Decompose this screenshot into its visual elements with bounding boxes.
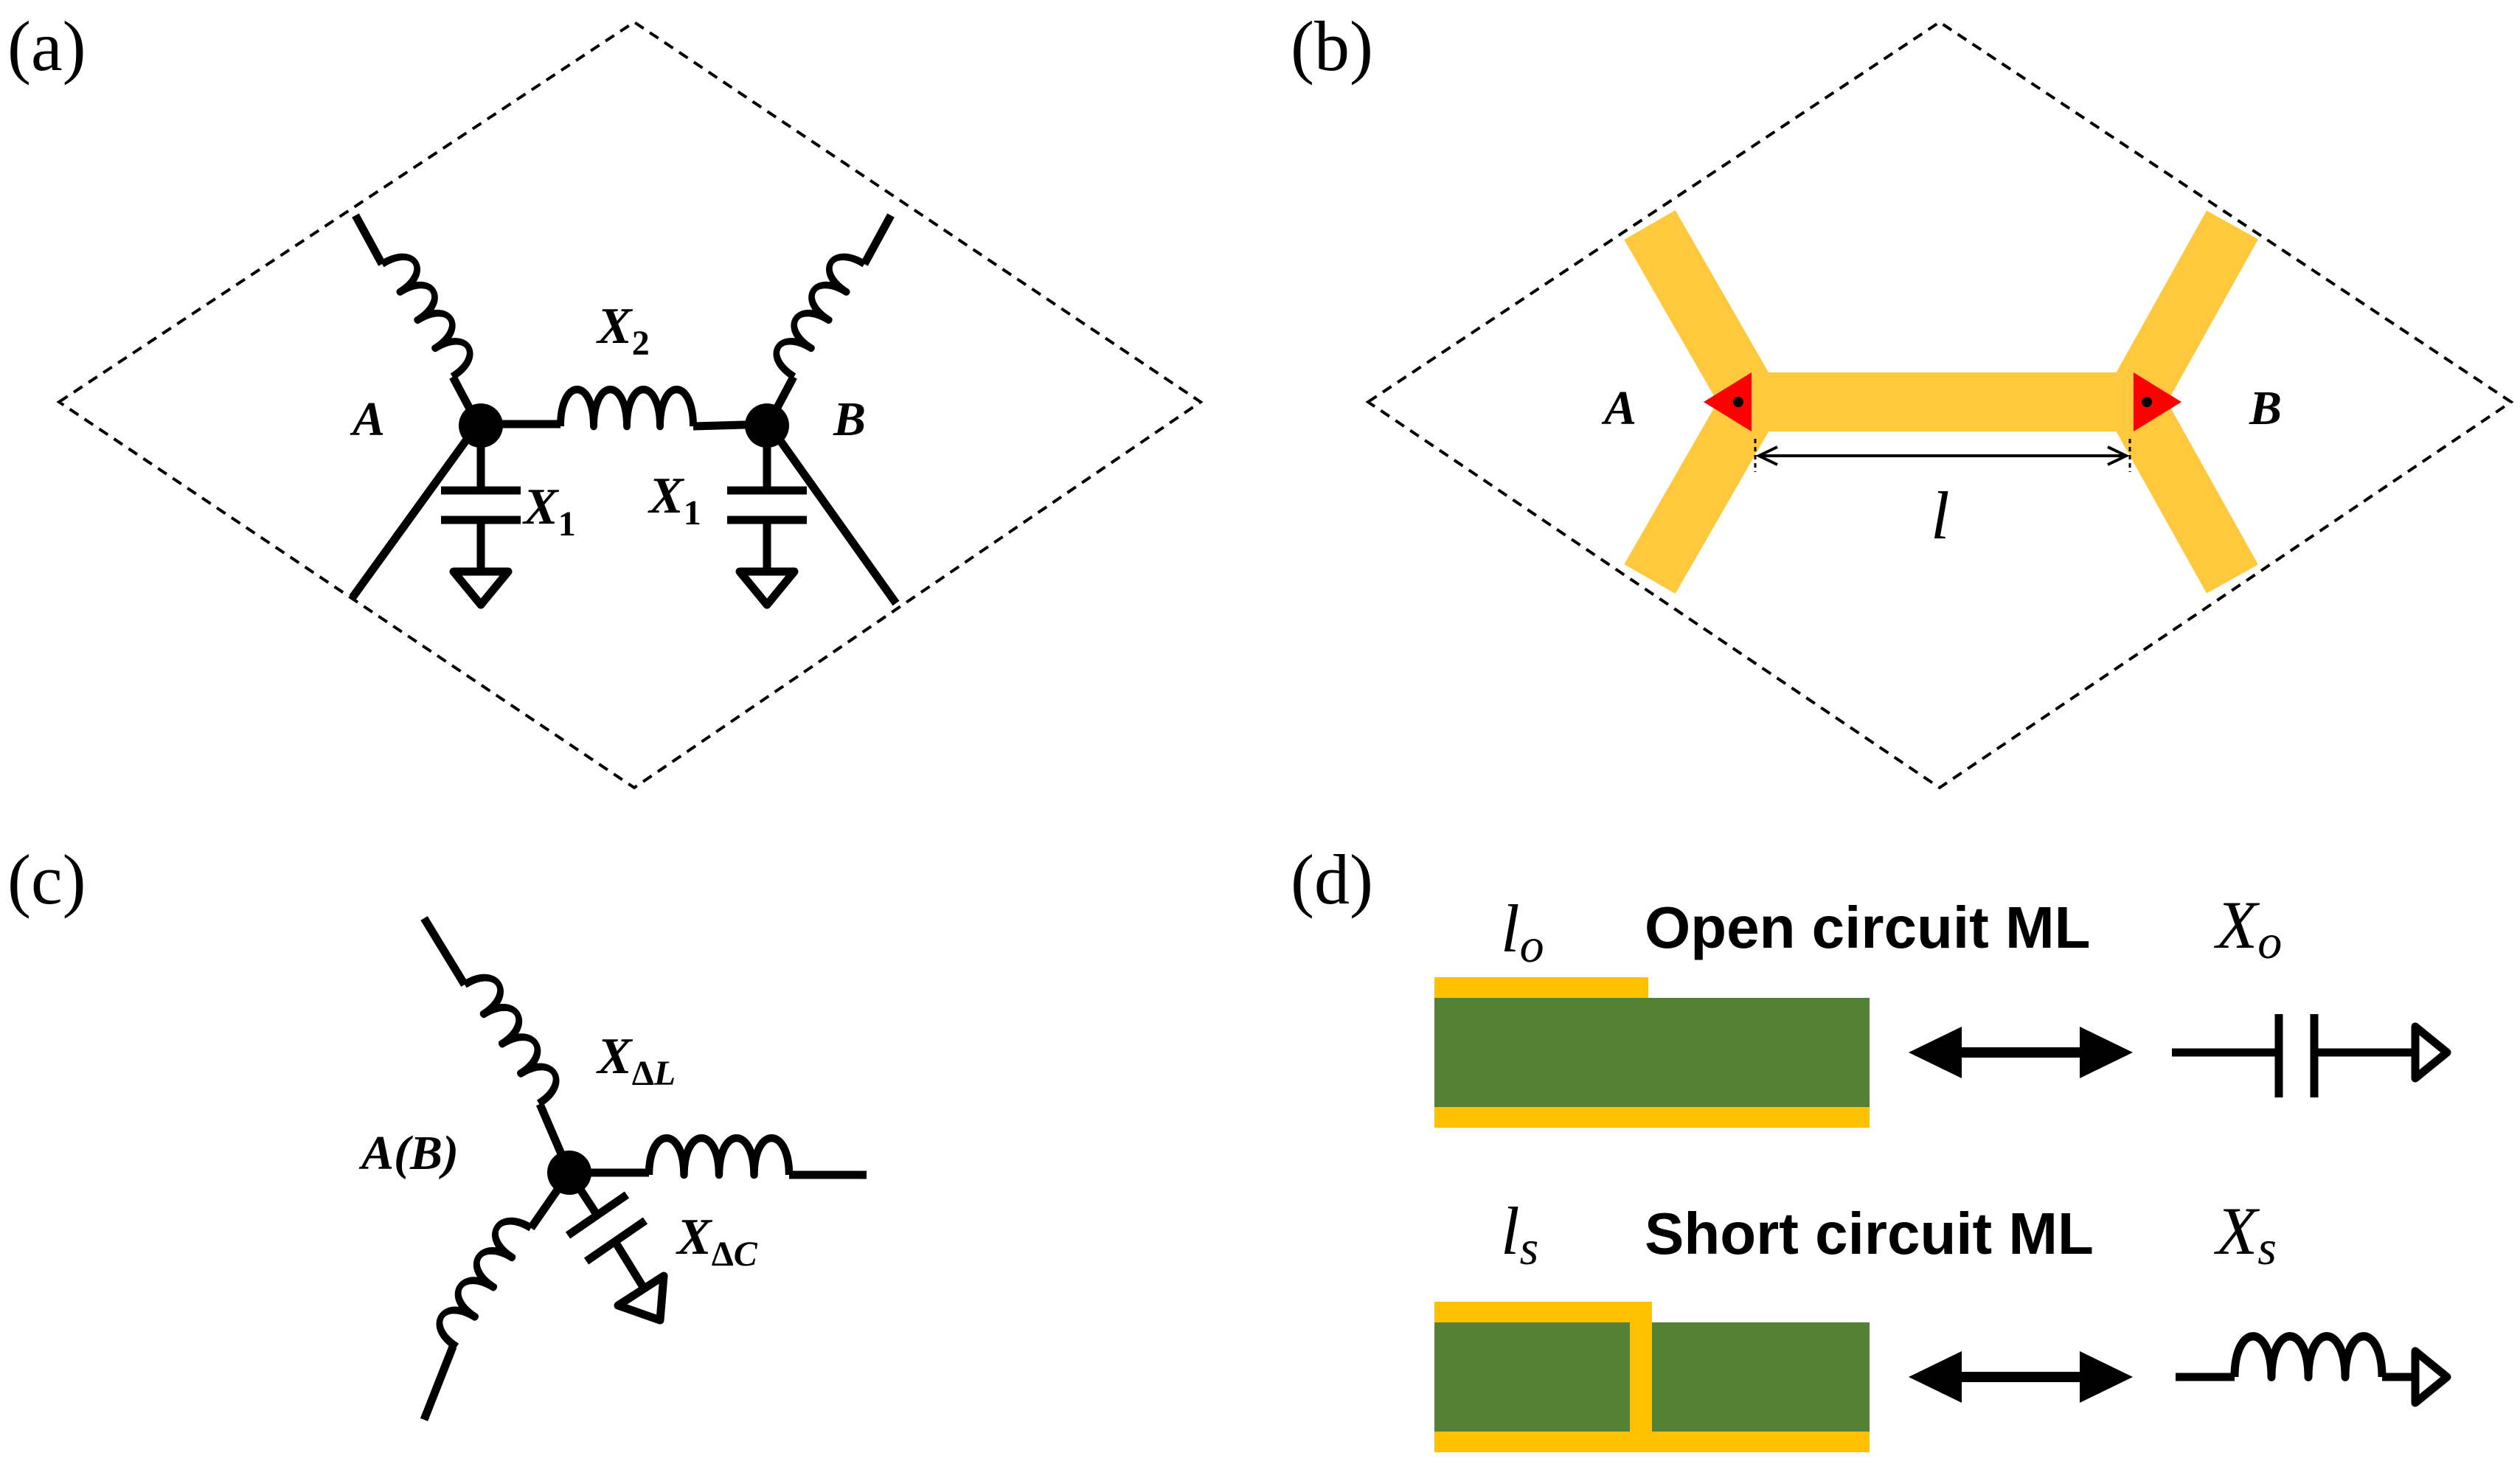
port-marker-b (2134, 372, 2181, 431)
short-microstrip-cross-section (1434, 1302, 1870, 1452)
short-circuit-row: ls Short circuit ML Xs (1434, 1193, 2451, 1452)
unit-cell-boundary-b (1365, 20, 2514, 790)
port-dot-a (1733, 397, 1743, 407)
ground-symbol-right (735, 567, 799, 609)
open-circuit-row: lo Open circuit ML Xo (1434, 887, 2451, 1128)
unit-cell-boundary-a (56, 20, 1204, 790)
short-length-label: ls (1501, 1193, 1538, 1275)
open-reactance-label: Xo (2213, 887, 2282, 969)
port-dot-b (2142, 397, 2152, 407)
microstrip-arm-lower-left (1624, 387, 1777, 594)
series-inductor-x2 (478, 389, 769, 431)
panel-d-tag: (d) (1291, 840, 1373, 919)
c-lower-inductor-branch (420, 1170, 573, 1422)
right-upper-inductor-branch (765, 213, 895, 426)
microstrip-arm-upper-left (1624, 210, 1777, 417)
node-a-label: A (350, 392, 385, 446)
length-dimension (1754, 439, 2131, 472)
shunt-capacitor-left (441, 426, 521, 609)
panel-a-tag: (a) (7, 7, 86, 86)
open-ground-plane (1434, 1107, 1870, 1128)
panel-a: (a) (7, 7, 1204, 790)
x1-left-label: X1 (522, 479, 576, 544)
open-microstrip-cross-section (1434, 977, 1870, 1128)
left-lower-line (349, 421, 482, 600)
short-ground-triangle (2411, 1347, 2451, 1407)
x2-label: X2 (596, 298, 650, 363)
short-circuit-title: Short circuit ML (1645, 1201, 2094, 1266)
open-substrate (1434, 998, 1870, 1107)
c-ground-symbol (614, 1272, 668, 1325)
panel-d: (d) lo Open circuit ML Xo (1291, 840, 2451, 1452)
x1-right-label: X1 (648, 468, 701, 532)
c-shunt-capacitor (565, 1170, 668, 1325)
x-delta-l-label: XΔL (596, 1028, 676, 1093)
short-equivalence-arrow (1909, 1351, 2133, 1403)
open-length-label: lo (1501, 891, 1544, 973)
node-b-label-b: B (2249, 381, 2282, 435)
c-node-dot (547, 1151, 591, 1195)
port-marker-a (1704, 372, 1752, 431)
panel-c-tag: (c) (7, 840, 86, 919)
microstrip-structure (1624, 210, 2258, 594)
open-top-strip (1434, 977, 1648, 998)
c-right-inductor-branch (569, 1138, 867, 1179)
panel-b-tag: (b) (1291, 7, 1373, 86)
panel-c: (c) A(B) XΔL (7, 840, 867, 1422)
node-a-label-b: A (1601, 381, 1636, 435)
open-ground-triangle (2411, 1022, 2451, 1083)
open-capacitor-symbol (2172, 1014, 2451, 1097)
x-delta-c-label: XΔC (676, 1209, 758, 1274)
ground-symbol-left (449, 567, 513, 609)
open-equivalence-arrow (1909, 1027, 2133, 1078)
microstrip-arm-lower-right (2108, 387, 2258, 594)
length-label: l (1931, 478, 1950, 553)
microstrip-arm-upper-right (2108, 210, 2258, 417)
short-inductor-symbol (2176, 1336, 2451, 1407)
open-circuit-title: Open circuit ML (1645, 895, 2091, 960)
microstrip-center-line (1752, 372, 2134, 431)
short-top-strip (1434, 1302, 1648, 1322)
node-b-label: B (833, 392, 866, 446)
panel-b: (b) l A B (1291, 7, 2514, 790)
shunt-capacitor-right (727, 426, 807, 609)
c-node-label: A(B) (358, 1126, 459, 1180)
short-reactance-label: Xs (2213, 1193, 2277, 1275)
right-lower-line (765, 421, 900, 606)
short-via (1630, 1302, 1652, 1442)
